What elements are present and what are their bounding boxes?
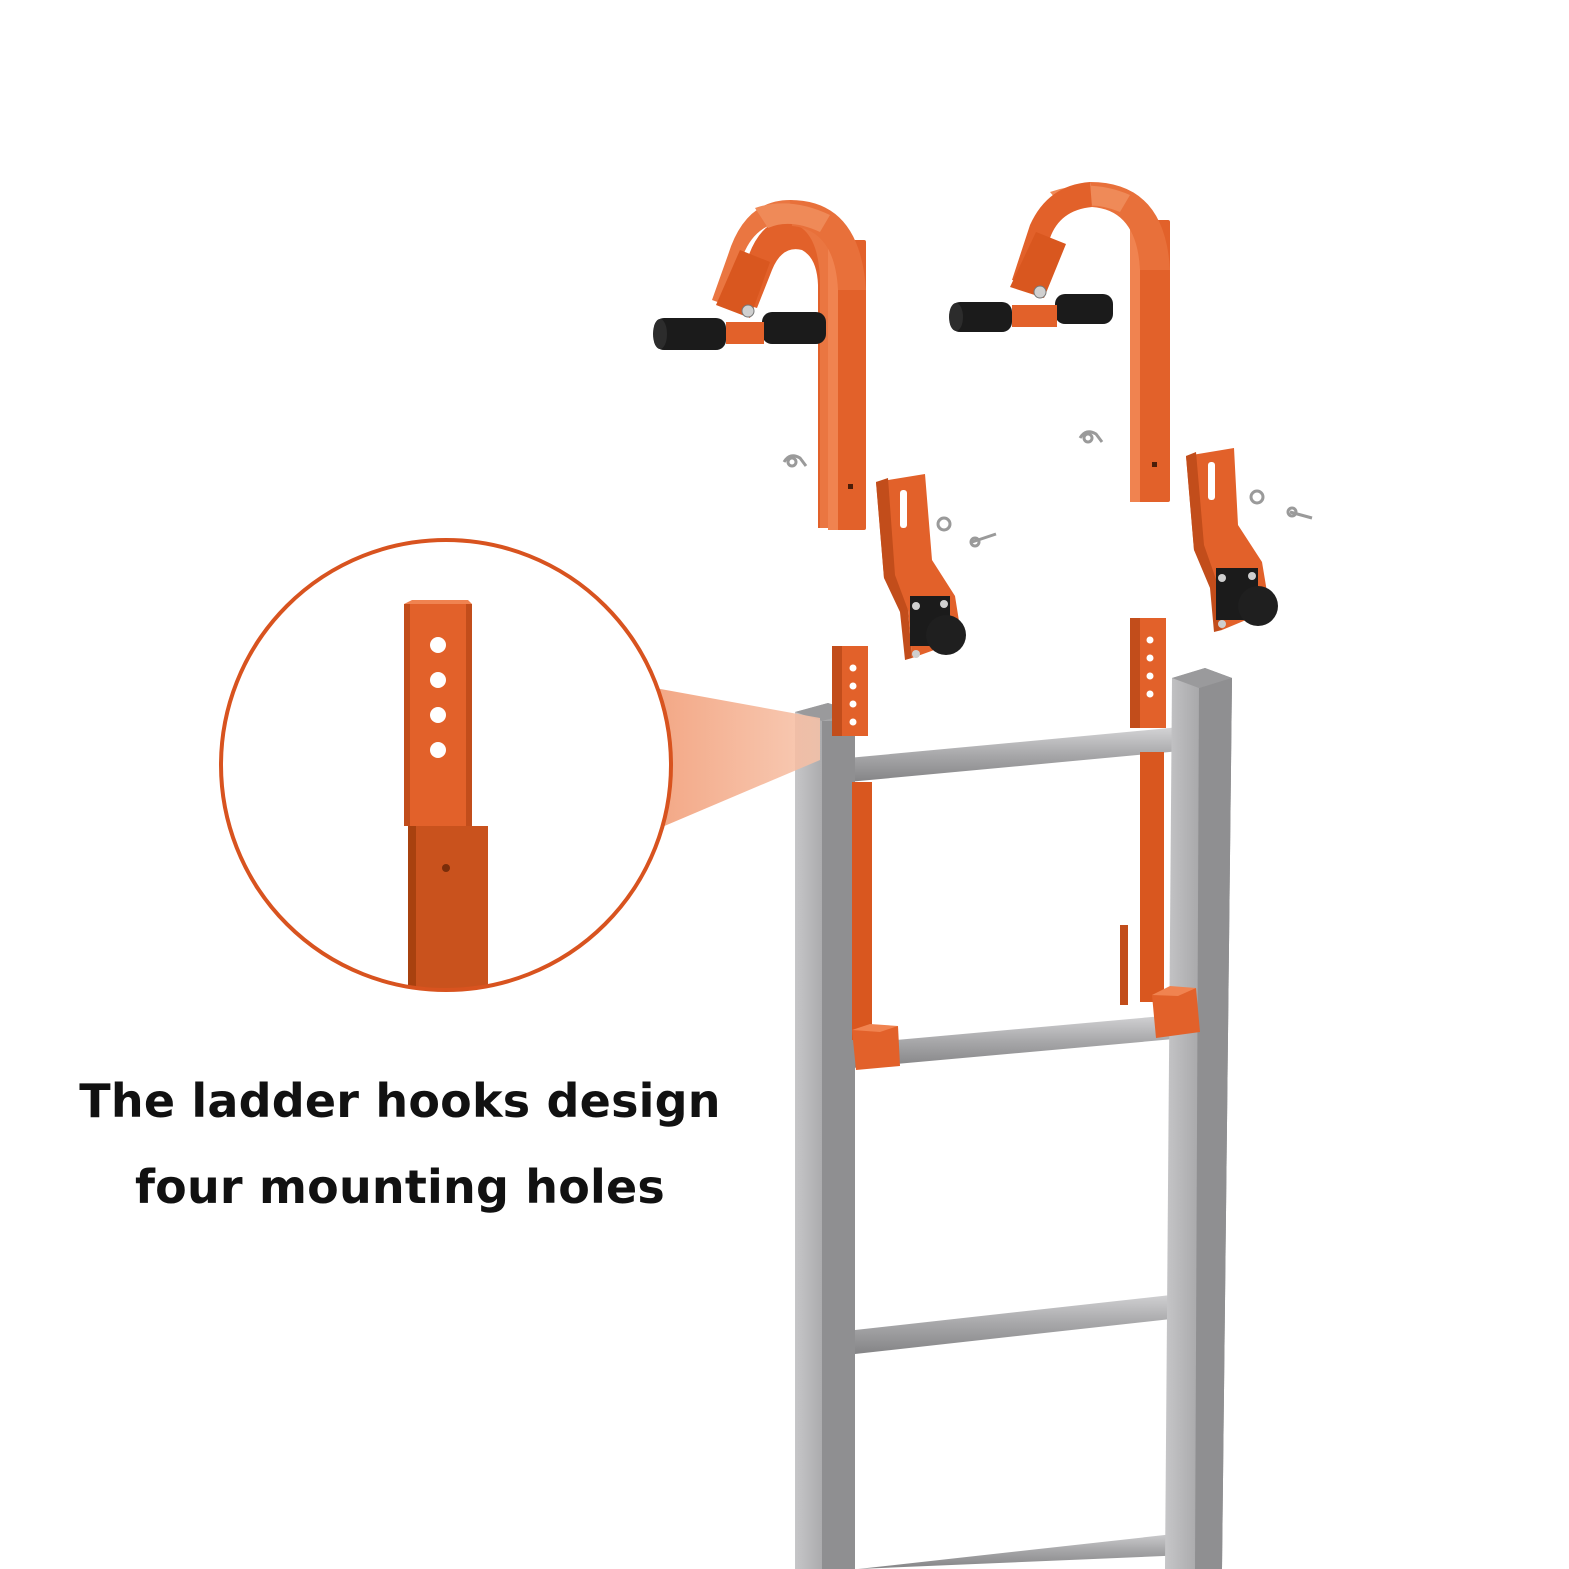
caption-line-2: four mounting holes <box>134 1160 666 1214</box>
bolt-icon <box>782 430 1313 548</box>
caption-line-1: The ladder hooks design <box>79 1074 721 1128</box>
hook-tube-left <box>832 646 900 1070</box>
wheel-icon <box>876 474 966 660</box>
ladder-rung <box>858 1530 1210 1569</box>
ladder-rung <box>848 727 1180 782</box>
ladder-hook-icon <box>653 200 866 530</box>
ladder-rung <box>852 1014 1185 1068</box>
wheel-icon <box>1186 448 1278 632</box>
hook-tube-right <box>1120 618 1200 1038</box>
washer-icon <box>936 489 1265 532</box>
ladder-hook-icon <box>949 182 1170 502</box>
ladder-icon <box>795 668 1232 1569</box>
ladder-rung <box>855 1292 1198 1354</box>
magnifier-callout-icon <box>219 538 820 992</box>
